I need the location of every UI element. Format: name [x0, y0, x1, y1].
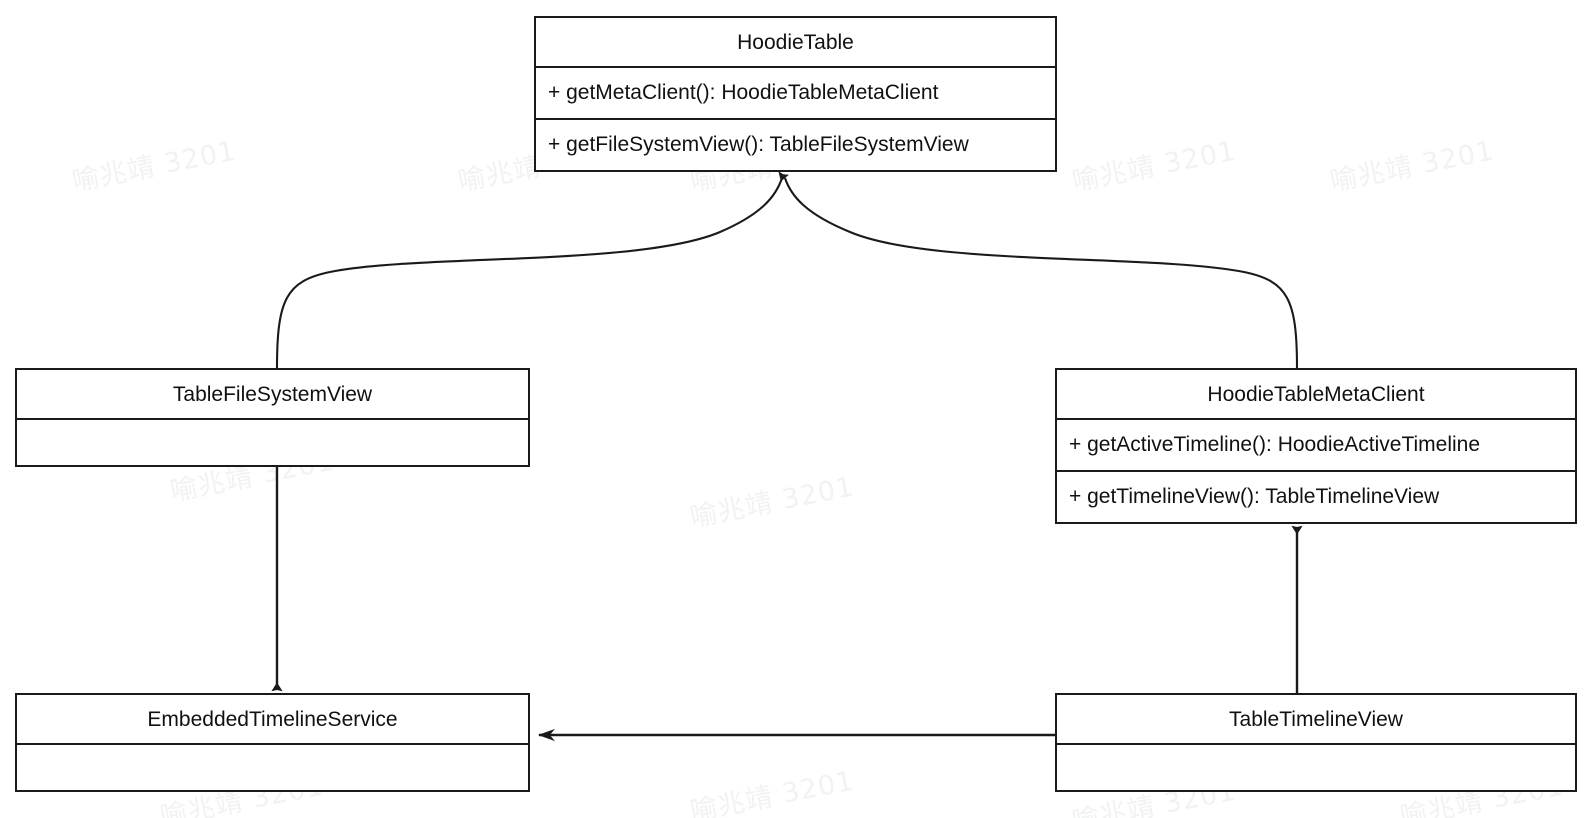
edge-hoodietablemetaclient-to-hoodietable	[784, 177, 1299, 369]
class-name-table-timeline-view: TableTimelineView	[1057, 695, 1575, 745]
class-box-hoodie-table-meta-client[interactable]: HoodieTableMetaClient + getActiveTimelin…	[1055, 368, 1577, 524]
class-box-table-timeline-view[interactable]: TableTimelineView	[1055, 693, 1577, 792]
class-member: + getActiveTimeline(): HoodieActiveTimel…	[1069, 433, 1481, 456]
class-member: + getTimelineView(): TableTimelineView	[1057, 470, 1575, 520]
watermark-text: 喻兆靖 3201	[687, 471, 857, 534]
class-name-hoodie-table: HoodieTable	[536, 18, 1055, 68]
class-name-table-file-system-view: TableFileSystemView	[17, 370, 528, 420]
class-name-embedded-timeline-service: EmbeddedTimelineService	[17, 695, 528, 745]
class-members-hoodie-table-meta-client: + getActiveTimeline(): HoodieActiveTimel…	[1057, 420, 1575, 520]
class-member: + getMetaClient(): HoodieTableMetaClient	[548, 81, 939, 104]
class-box-embedded-timeline-service[interactable]: EmbeddedTimelineService	[15, 693, 530, 792]
class-members-embedded-timeline-service	[17, 745, 528, 793]
class-member: + getFileSystemView(): TableFileSystemVi…	[536, 118, 1055, 168]
class-box-hoodie-table[interactable]: HoodieTable + getMetaClient(): HoodieTab…	[534, 16, 1057, 172]
watermark-text: 喻兆靖 3201	[1327, 135, 1497, 198]
watermark-text: 喻兆靖 3201	[687, 765, 857, 818]
class-members-table-file-system-view	[17, 420, 528, 468]
watermark-text: 喻兆靖 3201	[69, 135, 239, 198]
watermark-text: 喻兆靖 3201	[1069, 135, 1239, 198]
class-members-hoodie-table: + getMetaClient(): HoodieTableMetaClient…	[536, 68, 1055, 168]
class-members-table-timeline-view	[1057, 745, 1575, 793]
class-name-hoodie-table-meta-client: HoodieTableMetaClient	[1057, 370, 1575, 420]
edge-tablefilesystemview-to-hoodietable	[275, 171, 789, 369]
class-box-table-file-system-view[interactable]: TableFileSystemView	[15, 368, 530, 467]
